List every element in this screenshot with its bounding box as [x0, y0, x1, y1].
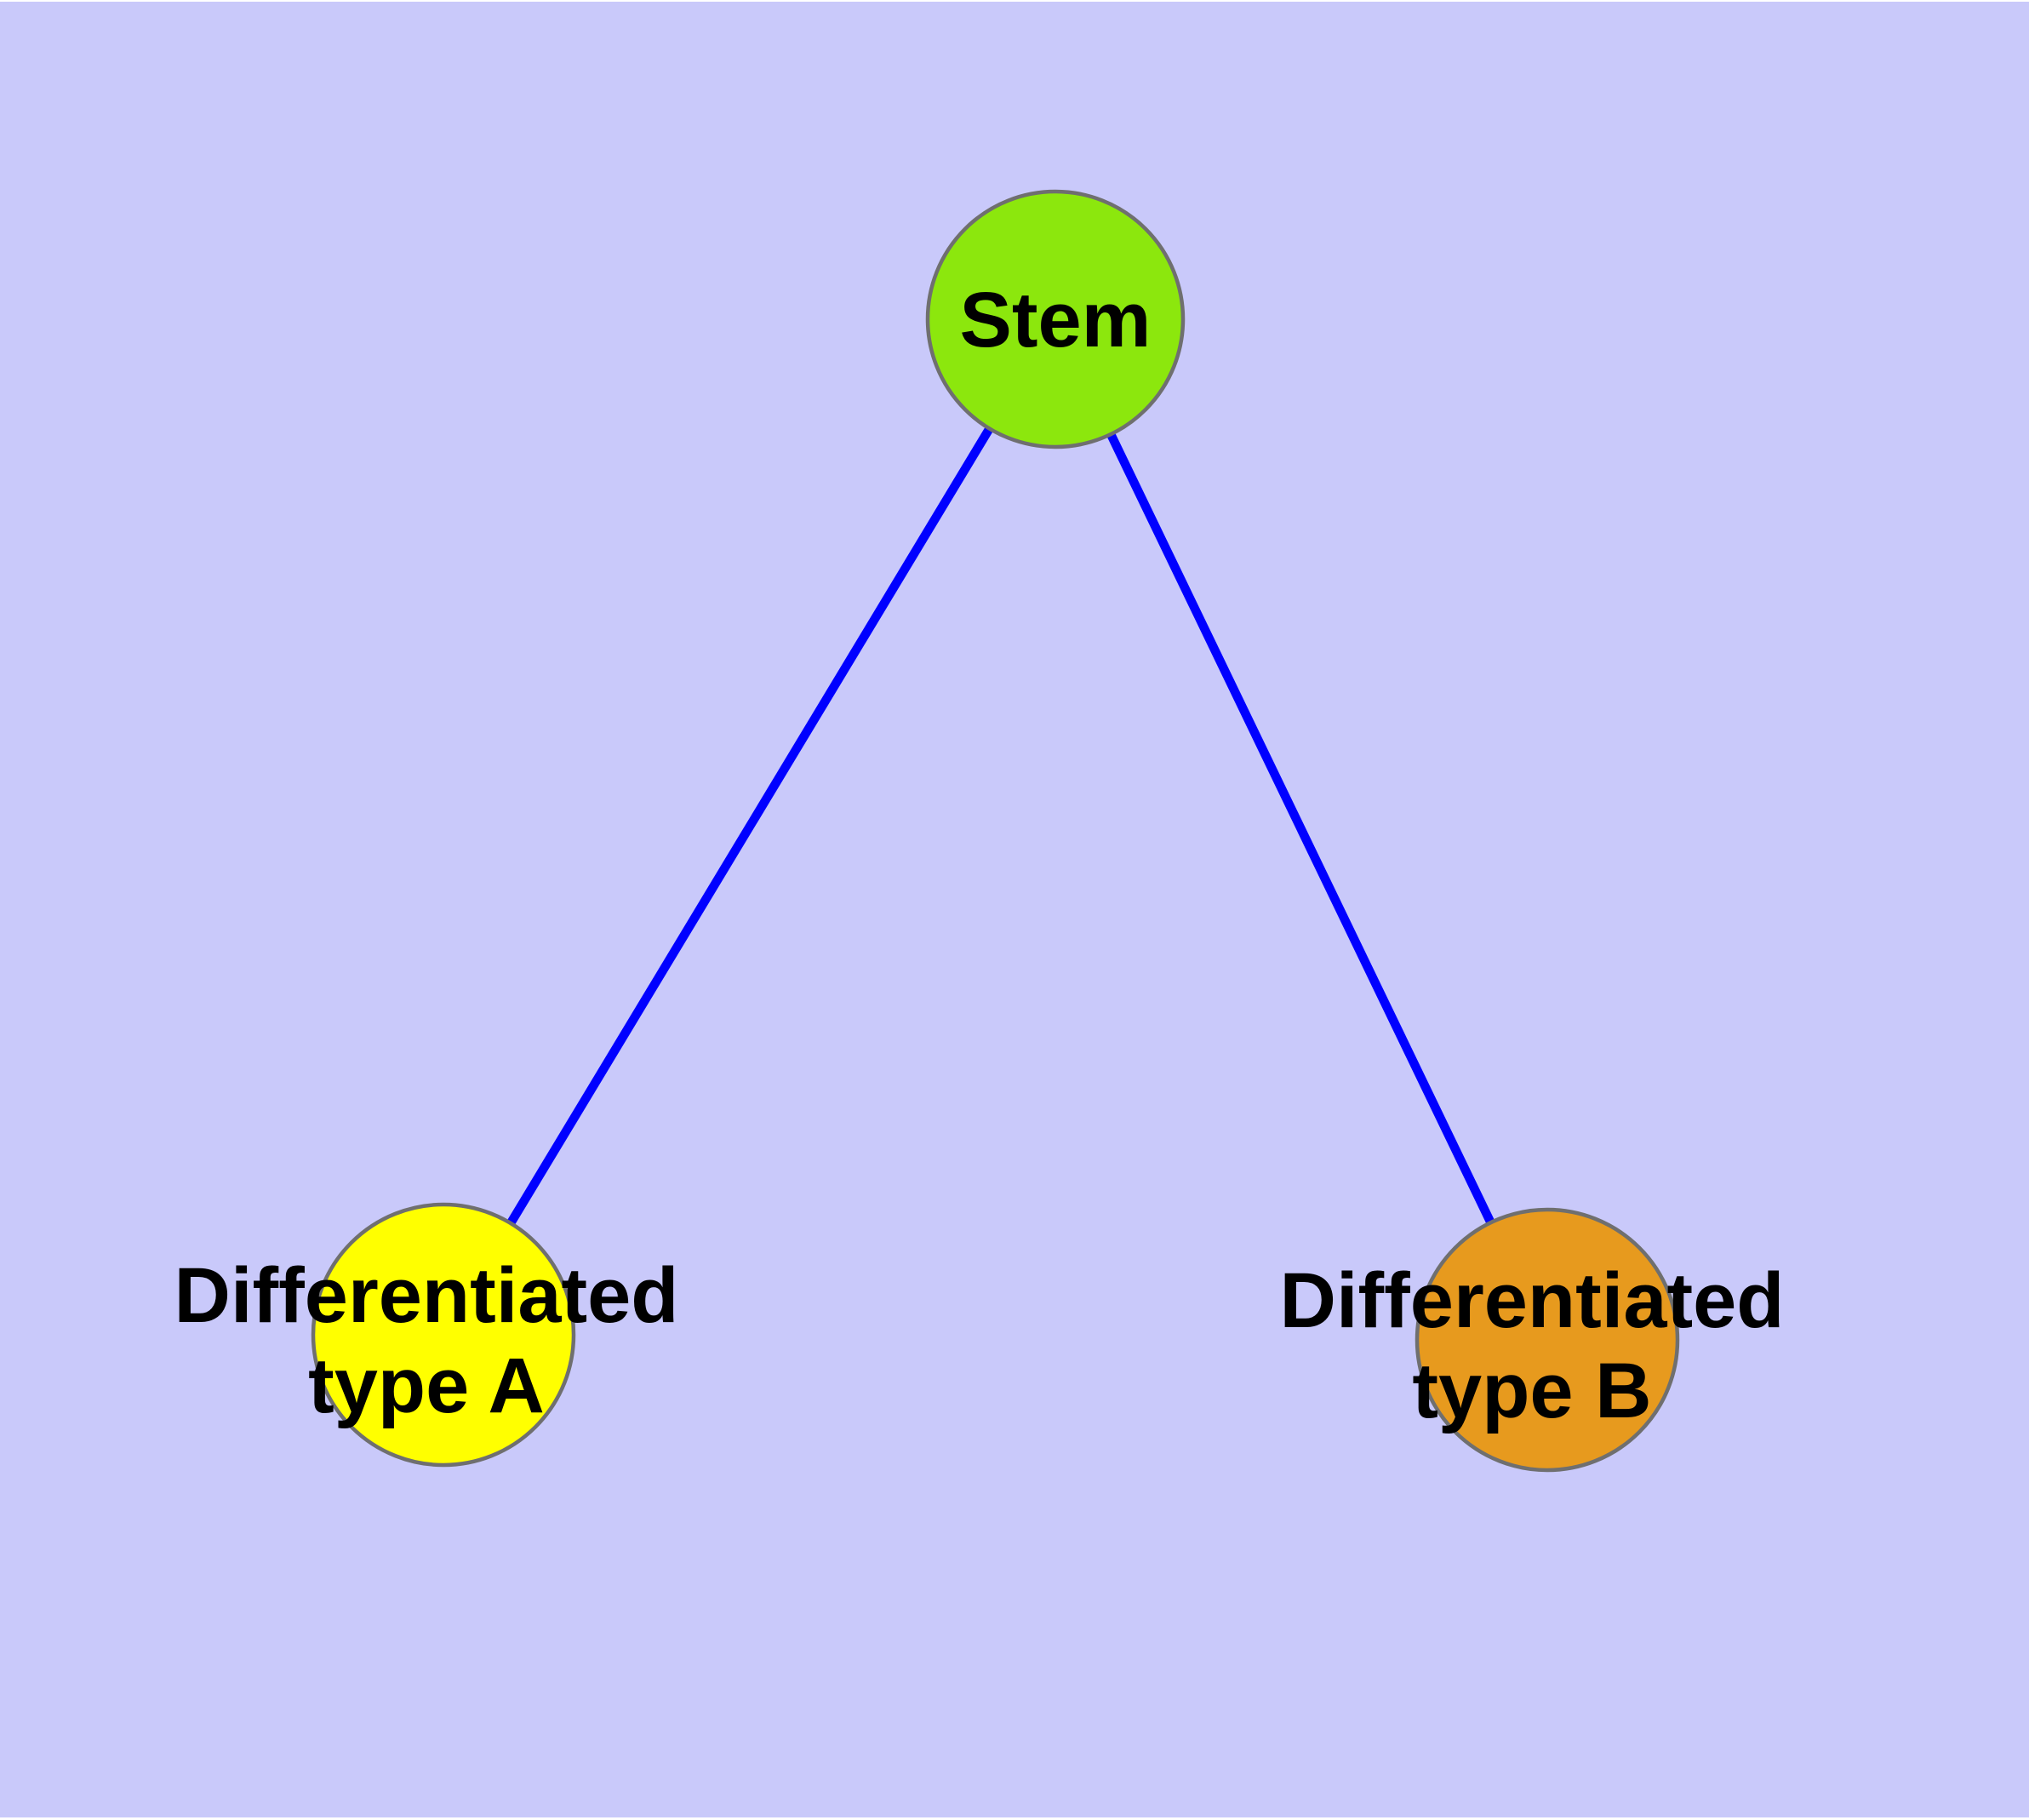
edge-stem-to-type-a — [439, 317, 1060, 1337]
node-differentiated-type-b-circle[interactable] — [1415, 1207, 1680, 1473]
node-differentiated-type-a-circle[interactable] — [311, 1202, 576, 1468]
node-stem-circle[interactable] — [925, 189, 1186, 449]
edge-stem-to-type-b — [1051, 317, 1552, 1342]
